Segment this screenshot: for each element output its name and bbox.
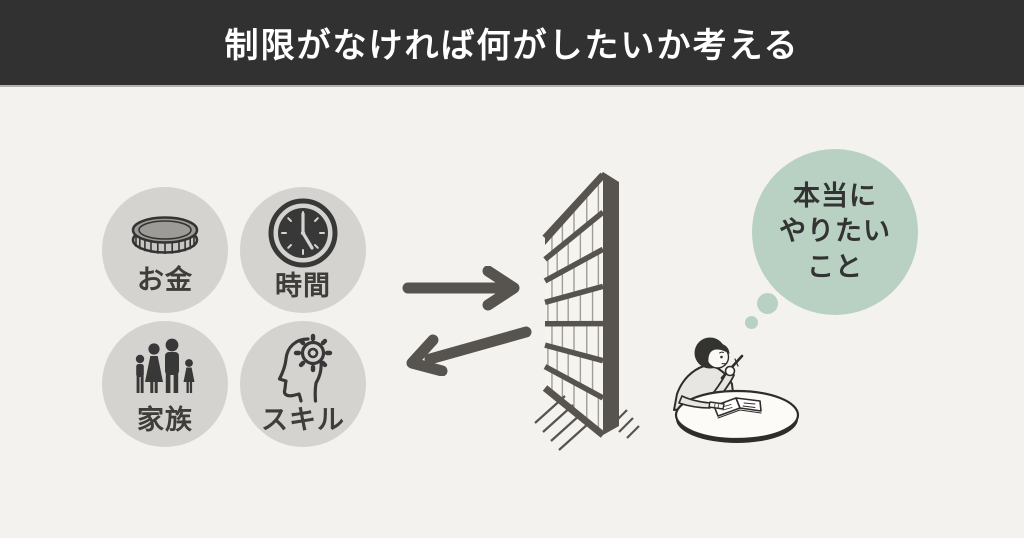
- person-right-arm: [713, 370, 735, 395]
- constraint-circle-time: 時間: [240, 187, 366, 313]
- head-gear-icon: [266, 329, 340, 405]
- person-hand: [724, 365, 736, 377]
- thought-bubble-line: 本当に: [793, 181, 877, 212]
- thought-bubble-trail-dot: [757, 293, 778, 314]
- arrow-left-icon: [406, 326, 532, 376]
- constraint-label-money: お金: [137, 265, 193, 295]
- constraint-circle-family: 家族: [102, 321, 228, 447]
- diagram-canvas: お金 時間: [0, 89, 1024, 538]
- thought-bubble-trail-dot: [745, 316, 758, 329]
- constraint-label-family: 家族: [137, 405, 193, 435]
- thought-bubble: 本当に やりたい こと: [752, 149, 918, 315]
- person-thinking-at-desk: [652, 326, 802, 451]
- arrow-right-icon: [402, 266, 520, 311]
- arrows-group: [398, 266, 538, 376]
- coin-icon: [123, 203, 207, 265]
- constraint-label-time: 時間: [275, 271, 331, 301]
- person-left-hand: [708, 401, 725, 410]
- clock-icon: [267, 195, 339, 271]
- constraint-circle-skill: スキル: [240, 321, 366, 447]
- thought-bubble-line: やりたい: [779, 216, 891, 247]
- constraint-label-skill: スキル: [261, 405, 345, 435]
- wall-base-lines: [534, 395, 640, 451]
- thought-bubble-line: こと: [807, 251, 863, 282]
- header-bar: 制限がなければ何がしたいか考える: [0, 0, 1024, 87]
- brick-wall-illustration: [533, 158, 643, 468]
- page-title: 制限がなければ何がしたいか考える: [224, 27, 800, 65]
- person-left-arm: [678, 395, 711, 409]
- family-icon: [132, 329, 198, 405]
- constraint-circle-money: お金: [102, 187, 228, 313]
